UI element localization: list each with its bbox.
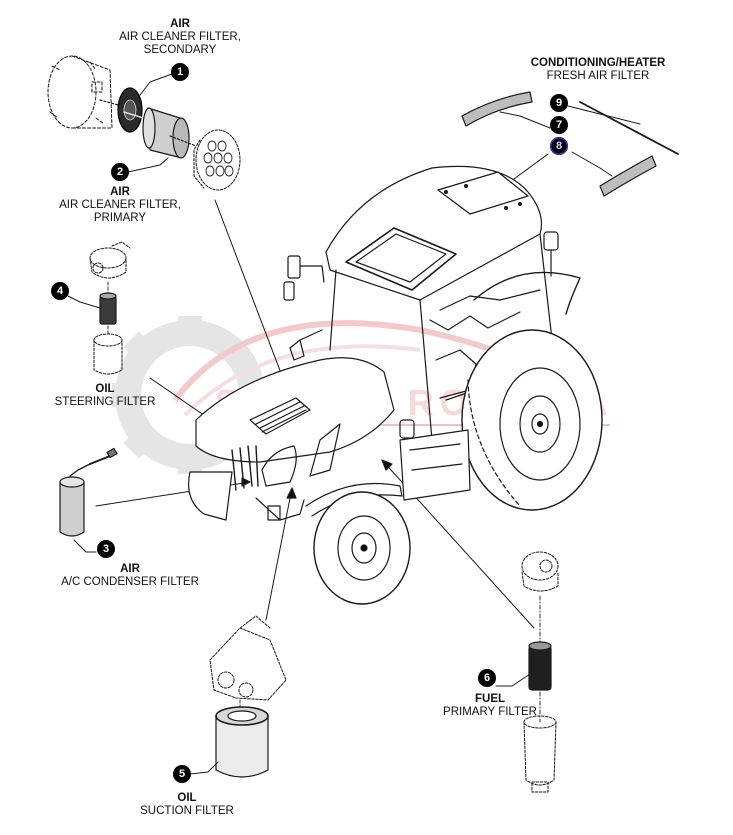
callout-badge-2[interactable]: 2 xyxy=(111,163,129,181)
leader-line-3 xyxy=(73,539,97,553)
label-description: AIR CLEANER FILTER, xyxy=(119,31,241,43)
steering-filter-assembly xyxy=(89,241,131,375)
label-fuel-primary-filter: FUEL PRIMARY FILTER xyxy=(420,693,560,719)
leader-line-1 xyxy=(139,73,173,96)
label-oil-steering-filter: OIL STEERING FILTER xyxy=(40,383,170,409)
ac-condenser-filter-assembly xyxy=(59,447,118,537)
label-description: FRESH AIR FILTER xyxy=(546,70,650,82)
leader-line-9 xyxy=(567,105,641,125)
fuel-filter-assembly xyxy=(521,551,559,793)
label-category: FUEL xyxy=(474,693,506,705)
label-air-cleaner-primary: AIR AIR CLEANER FILTER, PRIMARY xyxy=(50,186,190,225)
callout-badge-9[interactable]: 9 xyxy=(550,94,568,112)
label-air-cleaner-secondary: AIR AIR CLEANER FILTER, SECONDARY xyxy=(110,18,250,57)
cab-filter-elements xyxy=(461,91,679,197)
label-description: PRIMARY FILTER xyxy=(443,706,537,718)
label-category: AIR xyxy=(110,186,130,198)
leader-line-2 xyxy=(127,157,169,173)
callout-badge-8[interactable]: 8 xyxy=(550,137,568,155)
label-description: AIR CLEANER FILTER, xyxy=(59,199,181,211)
callout-badge-7[interactable]: 7 xyxy=(550,116,568,134)
callout-badge-6[interactable]: 6 xyxy=(478,669,496,687)
label-description: SUCTION FILTER xyxy=(140,805,234,817)
leader-line-7 xyxy=(499,111,551,129)
label-category: OIL xyxy=(95,383,115,395)
label-category: OIL xyxy=(177,792,197,804)
label-description-2: SECONDARY xyxy=(143,44,217,56)
label-oil-suction-filter: OIL SUCTION FILTER xyxy=(132,792,242,818)
leader-line-4 xyxy=(67,295,101,309)
leader-line-6 xyxy=(495,673,531,687)
label-category: CONDITIONING/HEATER xyxy=(530,57,666,69)
label-cab-fresh-air-filter: CONDITIONING/HEATER FRESH AIR FILTER xyxy=(518,57,678,83)
leader-line-8 xyxy=(571,151,613,177)
leader-line-suction xyxy=(265,487,293,621)
callout-badge-4[interactable]: 4 xyxy=(51,282,69,300)
label-description: A/C CONDENSER FILTER xyxy=(61,576,199,588)
label-category: AIR xyxy=(170,18,190,30)
air-cleaner-assembly xyxy=(47,55,241,191)
callout-badge-1[interactable]: 1 xyxy=(171,63,189,81)
leader-line-5 xyxy=(189,761,219,775)
suction-filter-assembly xyxy=(209,615,287,778)
callout-badge-5[interactable]: 5 xyxy=(173,765,191,783)
callout-badge-3[interactable]: 3 xyxy=(97,540,115,558)
tractor-body xyxy=(188,165,603,605)
leader-line-air-cleaner xyxy=(214,199,293,403)
label-air-condenser-filter: AIR A/C CONDENSER FILTER xyxy=(50,563,210,589)
label-category: AIR xyxy=(120,563,140,575)
label-description-2: PRIMARY xyxy=(93,212,147,224)
label-description: STEERING FILTER xyxy=(54,396,156,408)
